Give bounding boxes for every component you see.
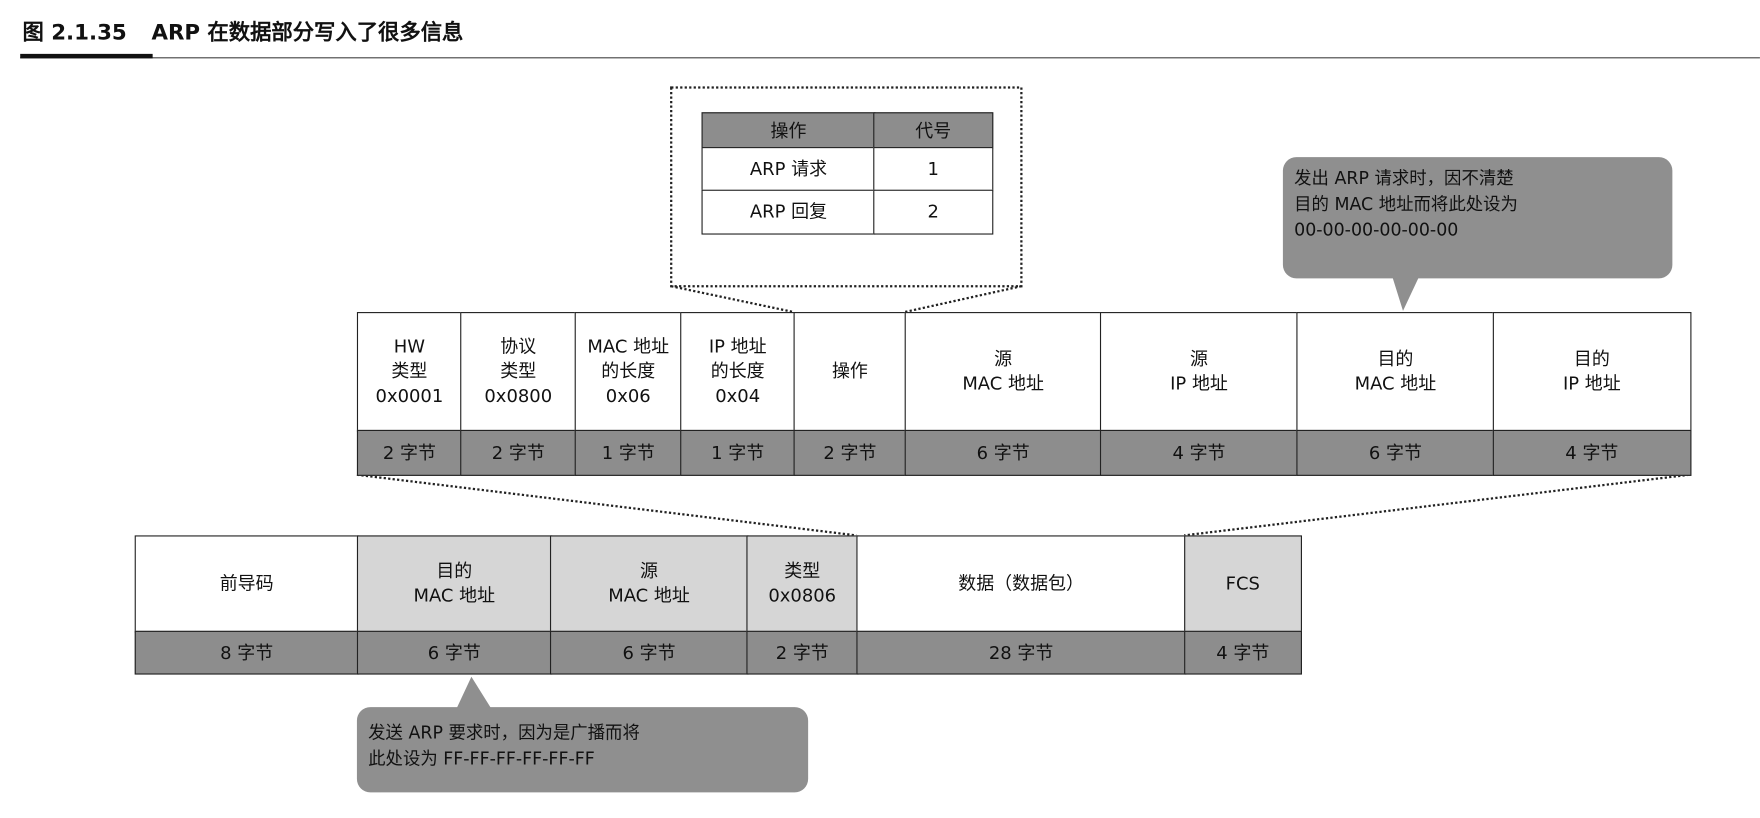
field-size: 6 字节 [904,429,1102,476]
op-row-request-code: 1 [873,147,994,192]
field-name: 操作 [793,312,907,432]
field-name: 源 MAC 地址 [904,312,1102,432]
field-size: 1 字节 [574,429,682,476]
field-name: 前导码 [134,535,359,633]
field-size: 4 字节 [1184,630,1302,675]
field-size: 4 字节 [1099,429,1299,476]
callout-dest-mac-broadcast: 发送 ARP 要求时，因为是广播而将 此处设为 FF-FF-FF-FF-FF-F… [356,707,809,793]
zoom-line-right [904,285,1022,314]
field-name: 源 MAC 地址 [549,535,749,633]
zoom-line-left [670,285,794,314]
op-row-request-label: ARP 请求 [701,147,876,192]
field-name: FCS [1184,535,1302,633]
field-size: 8 字节 [134,630,359,675]
field-size: 6 字节 [1296,429,1495,476]
figure-number: 图 2.1.35 [22,20,127,45]
field-size: 1 字节 [680,429,796,476]
field-name: 协议 类型 0x0800 [460,312,577,432]
field-size: 6 字节 [549,630,749,675]
op-row-reply-label: ARP 回复 [701,189,876,235]
field-name: 目的 IP 地址 [1492,312,1691,432]
field-size: 4 字节 [1492,429,1691,476]
expand-line-left [356,473,857,537]
figure-title: 图 2.1.35 ARP 在数据部分写入了很多信息 [22,16,463,46]
callout-pointer-top [1391,274,1420,311]
expand-line-right [1183,473,1690,537]
title-rule [20,57,1760,59]
field-size: 2 字节 [746,630,859,675]
field-size: 6 字节 [356,630,552,675]
callout-pointer-bottom [454,676,494,713]
op-header-operation: 操作 [701,112,876,150]
field-name: MAC 地址 的长度 0x06 [574,312,682,432]
field-name: IP 地址 的长度 0x04 [680,312,796,432]
figure-caption: ARP 在数据部分写入了很多信息 [151,20,464,45]
field-name: 源 IP 地址 [1099,312,1299,432]
field-name: HW 类型 0x0001 [356,312,462,432]
op-row-reply-code: 2 [873,189,994,235]
field-name: 数据（数据包） [856,535,1186,633]
field-name: 目的 MAC 地址 [356,535,552,633]
field-name: 目的 MAC 地址 [1296,312,1495,432]
zoom-box-dotted [670,86,1023,288]
field-size: 28 字节 [856,630,1186,675]
field-size: 2 字节 [356,429,462,476]
field-size: 2 字节 [793,429,907,476]
op-header-code: 代号 [873,112,994,150]
field-size: 2 字节 [460,429,577,476]
field-name: 类型 0x0806 [746,535,859,633]
title-underline [20,53,153,59]
callout-target-mac: 发出 ARP 请求时，因不清楚 目的 MAC 地址而将此处设为 00-00-00… [1282,157,1673,279]
